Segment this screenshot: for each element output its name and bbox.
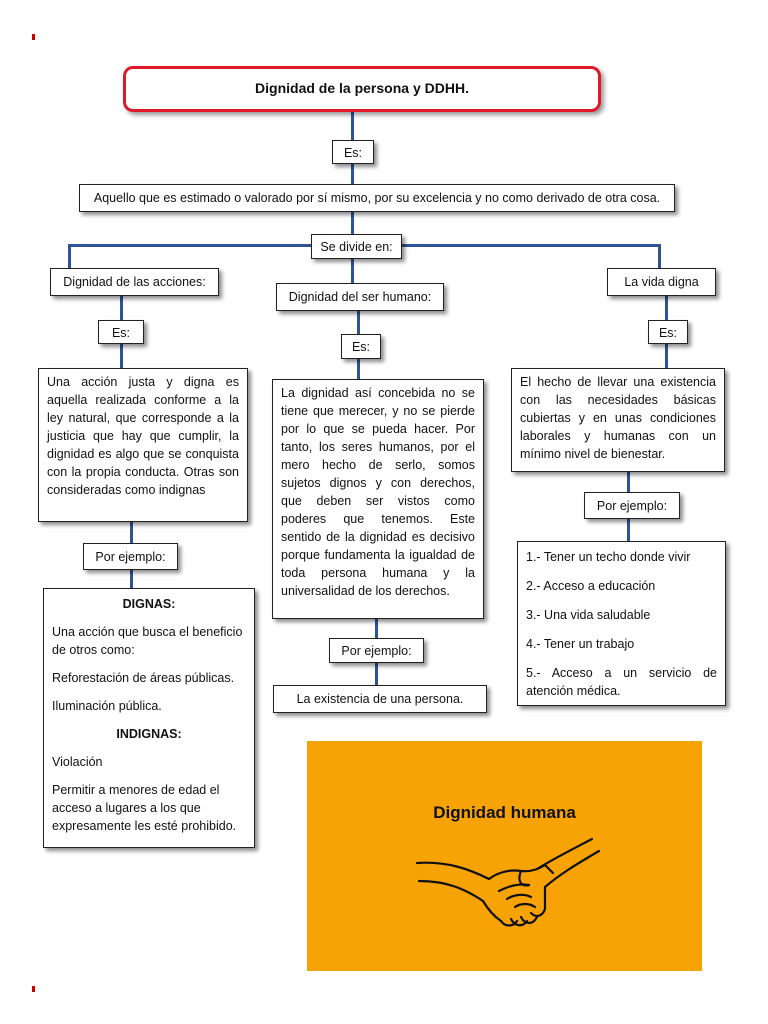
list-item: 4.- Tener un trabajo — [526, 637, 635, 651]
definition-vida-digna: El hecho de llevar una existencia con la… — [511, 368, 725, 472]
es-label: Es: — [98, 320, 144, 344]
list-item: 2.- Acceso a educación — [526, 579, 656, 593]
illustration-dignidad-humana: Dignidad humana — [307, 741, 702, 971]
connector — [627, 471, 630, 493]
connector — [351, 211, 354, 236]
list-item: Violación — [52, 755, 103, 769]
connector — [351, 112, 354, 142]
branch-label-acciones: Dignidad de las acciones: — [50, 268, 219, 296]
connector — [130, 568, 133, 588]
list-item: Permitir a menores de edad el acceso a l… — [52, 783, 237, 833]
corner-mark-top-left — [32, 34, 35, 40]
connector — [375, 661, 378, 685]
list-item: 5.- Acceso a un servicio de atención méd… — [526, 666, 717, 698]
connector — [120, 343, 123, 369]
connector — [665, 296, 668, 320]
examples-vida-digna: 1.- Tener un techo donde vivir 2.- Acces… — [517, 541, 726, 706]
connector — [375, 617, 378, 639]
connector — [130, 520, 133, 544]
corner-mark-bottom-left — [32, 986, 35, 992]
connector — [357, 310, 360, 334]
list-item: Una acción que busca el beneficio de otr… — [52, 625, 243, 657]
page-title: Dignidad de la persona y DDHH. — [123, 66, 601, 112]
connector — [120, 296, 123, 320]
connector — [68, 244, 71, 270]
dignas-heading: DIGNAS: — [122, 597, 176, 611]
definition-ser-humano: La dignidad así concebida no se tiene qu… — [272, 379, 484, 619]
examples-acciones: DIGNAS: Una acción que busca el benefici… — [43, 588, 255, 848]
list-item: 3.- Una vida saludable — [526, 608, 651, 622]
definition-box: Aquello que es estimado o valorado por s… — [79, 184, 675, 212]
handshake-icon — [415, 837, 601, 927]
list-item: 1.- Tener un techo donde vivir — [526, 550, 691, 564]
es-label: Es: — [648, 320, 688, 344]
connector — [351, 162, 354, 185]
connector — [627, 518, 630, 542]
example-label: Por ejemplo: — [329, 638, 424, 663]
connector — [357, 358, 360, 380]
branch-label-vida-digna: La vida digna — [607, 268, 716, 296]
example-label: Por ejemplo: — [584, 492, 680, 519]
example-ser-humano: La existencia de una persona. — [273, 685, 487, 713]
definition-acciones: Una acción justa y digna es aquella real… — [38, 368, 248, 522]
connector — [351, 257, 354, 283]
indignas-heading: INDIGNAS: — [116, 727, 182, 741]
illustration-caption: Dignidad humana — [433, 803, 576, 822]
connector — [665, 343, 668, 368]
example-label: Por ejemplo: — [83, 543, 178, 570]
es-label: Es: — [332, 140, 374, 164]
list-item: Iluminación pública. — [52, 699, 162, 713]
branch-label-ser-humano: Dignidad del ser humano: — [276, 283, 444, 311]
divide-label: Se divide en: — [311, 234, 402, 259]
connector — [658, 244, 661, 270]
list-item: Reforestación de áreas públicas. — [52, 671, 235, 685]
es-label: Es: — [341, 334, 381, 359]
